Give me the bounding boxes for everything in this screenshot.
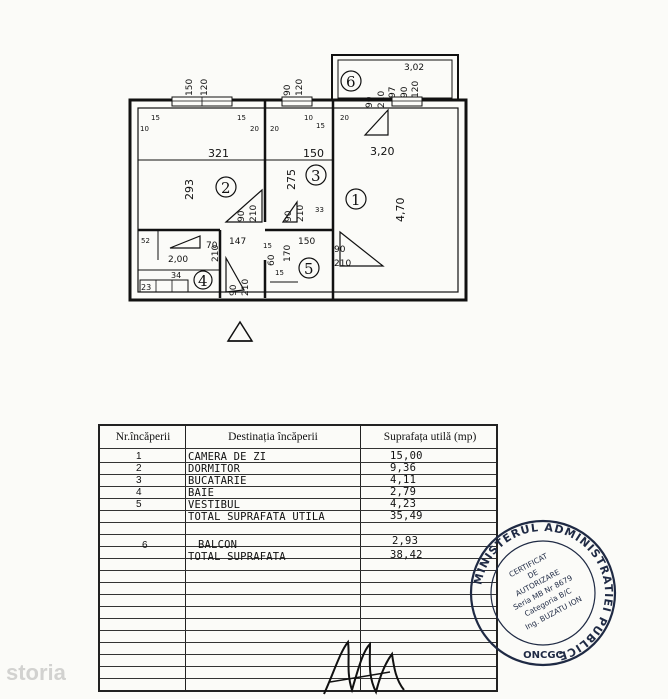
dim-label: 150 <box>185 79 195 96</box>
dim-label: 210 <box>249 205 259 222</box>
cell-area: 35,49 <box>390 510 423 522</box>
dim-label: 150 <box>298 237 315 247</box>
dim-label: 90 <box>400 86 410 98</box>
dim-label: 210 <box>241 279 251 296</box>
header-room-number: Nr.încăperii <box>115 431 171 443</box>
north-arrow-icon <box>226 320 254 342</box>
dim-label: 60 <box>267 254 277 266</box>
cell-room-number: 2 <box>136 463 143 474</box>
dim-label: 90 <box>334 245 346 255</box>
cell-room-number: 1 <box>136 451 143 462</box>
cell-area: 4,23 <box>390 498 417 510</box>
room-number-6: 6 <box>346 73 356 91</box>
cell-destination: TOTAL SUPRAFATA <box>188 551 286 563</box>
room-number-3: 3 <box>311 167 321 185</box>
dim-label: 15 <box>275 269 284 277</box>
dim-label: 90 <box>237 210 247 222</box>
dim-label: 23 <box>141 283 151 292</box>
cell-destination: BUCATARIE <box>188 475 247 487</box>
dim-label: 20 <box>250 125 259 133</box>
cell-destination: BALCON <box>198 539 238 551</box>
cell-area: 38,42 <box>390 549 423 561</box>
dim-label: 15 <box>237 114 246 122</box>
cell-destination: TOTAL SUPRAFATA UTILA <box>188 511 325 523</box>
dim-label: 20 <box>270 125 279 133</box>
room-circle-4 <box>193 270 213 290</box>
room-number-4: 4 <box>198 272 208 290</box>
cell-area: 4,11 <box>390 474 417 486</box>
dim-label: 120 <box>295 79 305 96</box>
room3-width: 150 <box>303 147 324 160</box>
cell-destination: DORMITOR <box>188 463 241 475</box>
dim-label: 210 <box>334 259 351 269</box>
dim-label: 210 <box>296 205 306 222</box>
cell-destination: BAIE <box>188 487 215 499</box>
cell-area: 2,93 <box>392 535 419 547</box>
room-number-2: 2 <box>221 179 231 197</box>
dim-label: 15 <box>151 114 160 122</box>
dim-label: 210 <box>377 91 387 108</box>
stamp-bottom-text: ONCGC <box>523 650 563 661</box>
dim-label: 120 <box>411 81 421 98</box>
dim-label: 90 <box>284 210 294 222</box>
stamp-line: DE <box>526 567 540 580</box>
dim-label: 33 <box>315 206 324 214</box>
room-area-table: Nr.încăperii Destinația încăperii Supraf… <box>98 424 498 692</box>
signature <box>323 639 405 695</box>
cell-area: 9,36 <box>390 462 417 474</box>
dim-label: 120 <box>200 79 210 96</box>
watermark-logo: storia <box>6 660 66 685</box>
cell-room-number: 4 <box>136 487 143 498</box>
room-circle-3 <box>305 164 327 186</box>
room-circle-1 <box>345 188 367 210</box>
room-number-5: 5 <box>304 260 314 278</box>
kitchen-height: 210 <box>211 245 221 262</box>
dim-label: 170 <box>283 245 293 262</box>
dim-label: 10 <box>304 114 313 122</box>
dim-label: 70 <box>206 241 218 251</box>
cell-room-number: 5 <box>136 499 143 510</box>
dim-label: 34 <box>171 271 181 280</box>
header-usable-area: Suprafața utilă (mp) <box>383 431 477 443</box>
room-circle-6 <box>340 70 362 92</box>
cell-area: 15,00 <box>390 450 423 462</box>
room-circle-2 <box>215 176 237 198</box>
room2-height: 293 <box>183 179 196 200</box>
certification-stamp: MINISTERUL ADMINISTRATIEI PUBLICE ONCGC … <box>469 519 617 667</box>
dim-label: 10 <box>140 125 149 133</box>
dim-label: 15 <box>263 242 272 250</box>
dim-label: 147 <box>229 237 246 247</box>
dim-label: 90 <box>229 284 239 296</box>
dim-label: 15 <box>316 122 325 130</box>
kitchen-width: 2,00 <box>168 255 188 265</box>
room3-height: 275 <box>285 169 298 190</box>
dim-label: 20 <box>340 114 349 122</box>
room1-height: 4,70 <box>394 198 407 223</box>
cell-room-number: 3 <box>136 475 143 486</box>
room2-width: 321 <box>208 147 229 160</box>
balcony-width: 3,02 <box>404 63 424 73</box>
room-number-1: 1 <box>351 191 361 209</box>
cell-room-number: 6 <box>142 540 149 551</box>
cell-destination: CAMERA DE ZI <box>188 451 267 463</box>
cell-area: 2,79 <box>390 486 417 498</box>
cell-destination: VESTIBUL <box>188 499 241 511</box>
dim-label: 97 <box>388 87 398 98</box>
dim-label: 52 <box>141 237 150 245</box>
header-destination: Destinația încăperii <box>228 431 318 443</box>
room-circle-5 <box>298 257 320 279</box>
dim-label: 90 <box>283 84 293 96</box>
floor-plan: 1 2 3 4 5 6 150 120 90 120 90 210 97 90 … <box>128 54 468 342</box>
dim-label: 90 <box>365 96 375 108</box>
room1-width: 3,20 <box>370 145 395 158</box>
